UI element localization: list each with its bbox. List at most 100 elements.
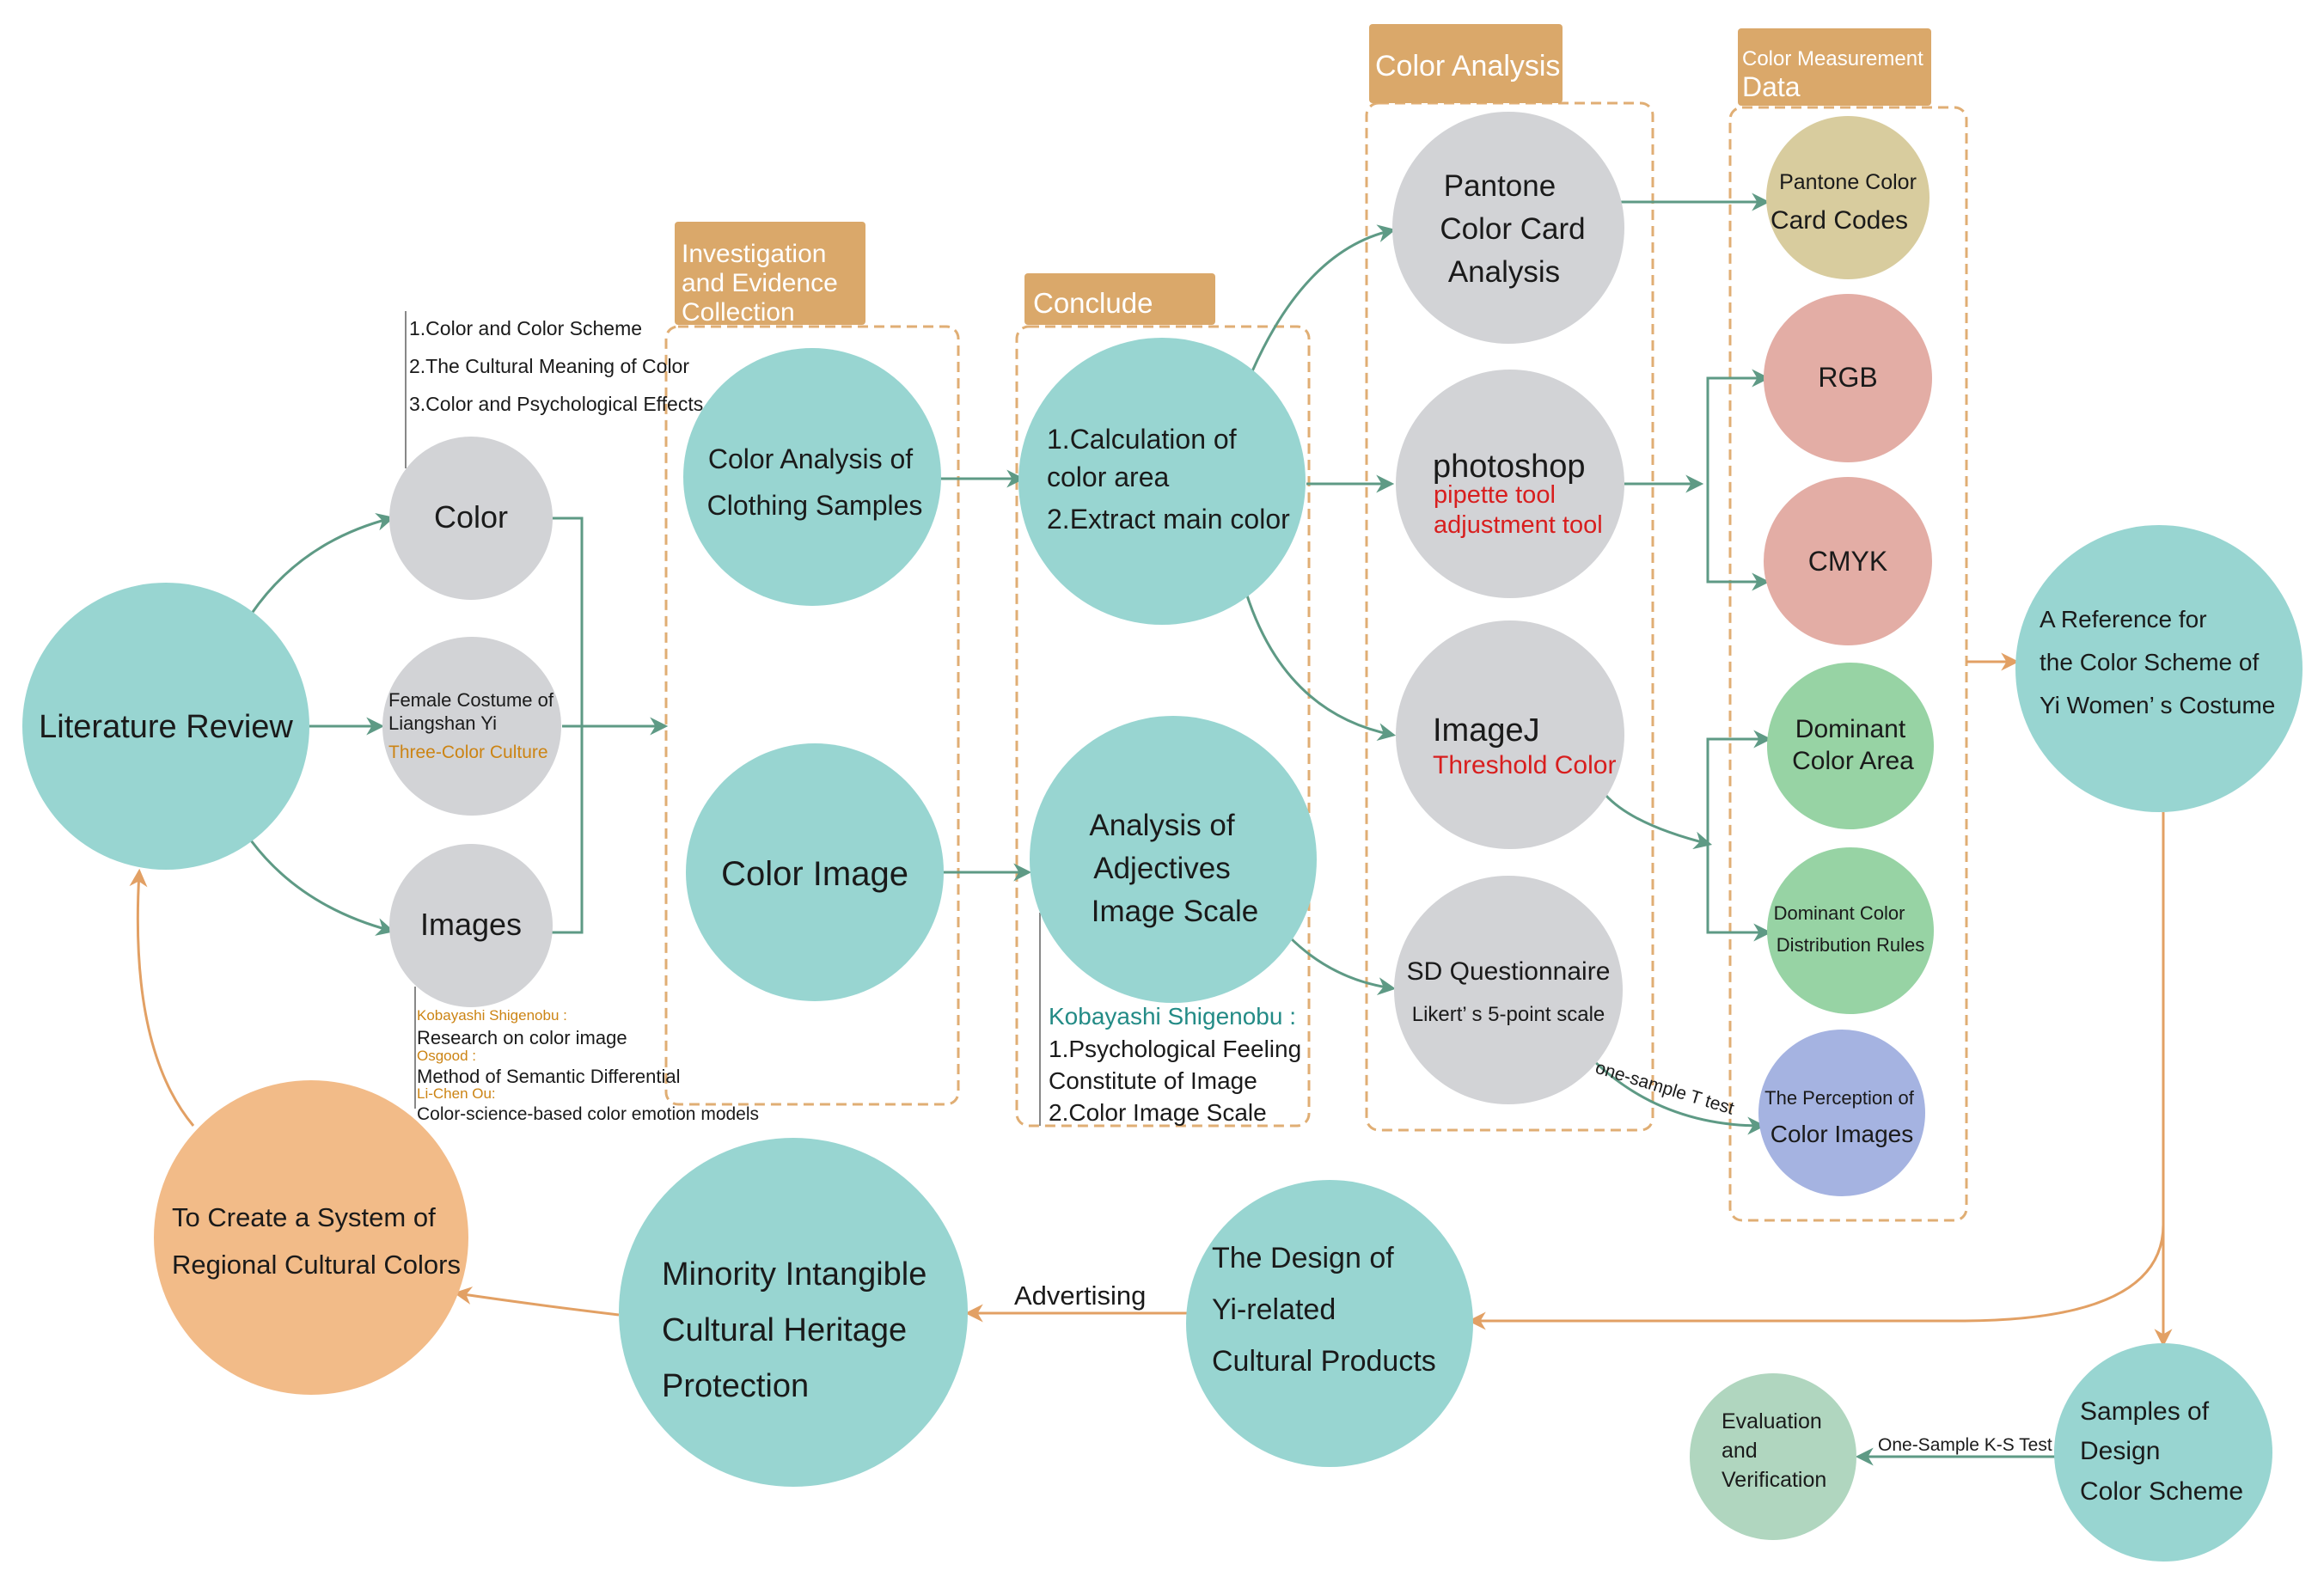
kobayashi-line: 2.Color Image Scale	[1049, 1099, 1267, 1126]
threshold-label: Threshold Color	[1433, 751, 1616, 779]
arrow-minority-to-create	[453, 1287, 620, 1317]
ref-text: Method of Semantic Differential	[417, 1066, 681, 1087]
arrow-create-to-literature	[129, 868, 195, 1127]
evaluation-label: Verification	[1722, 1468, 1826, 1492]
measurement-header	[1738, 28, 1931, 106]
pantone-analysis-label: Pantone	[1444, 169, 1556, 203]
arrow-imagej-to-dominant-rules	[1706, 844, 1772, 942]
arrow-photoshop-to-cmyk	[1706, 484, 1771, 591]
evaluation-label: Evaluation	[1722, 1409, 1822, 1433]
design-yi-node	[1186, 1180, 1473, 1467]
pantone-codes-label: Card Codes	[1771, 206, 1908, 235]
calc-area-label: 2.Extract main color	[1047, 504, 1290, 535]
kobayashi-line: 1.Psychological Feeling	[1049, 1036, 1301, 1062]
color-list-item: 3.Color and Psychological Effects	[409, 393, 703, 415]
female-costume-node	[382, 637, 561, 816]
arrow-lit-to-color	[249, 513, 395, 615]
pantone-analysis-node	[1392, 112, 1624, 344]
t-test-label: one-sample T test	[1593, 1058, 1737, 1119]
design-yi-label: Cultural Products	[1212, 1345, 1436, 1378]
three-color-label: Three-Color Culture	[388, 743, 548, 762]
adjectives-label: Analysis of	[1089, 809, 1235, 842]
evaluation-node	[1690, 1373, 1856, 1540]
pantone-codes-node	[1766, 116, 1930, 279]
measurement-header-line: Color Measurement	[1742, 47, 1923, 70]
female-costume-label: Liangshan Yi	[388, 712, 497, 734]
dominant-rules-label: Dominant Color	[1774, 902, 1905, 924]
photoshop-label: photoshop	[1433, 449, 1586, 485]
conclude-header	[1024, 273, 1215, 325]
pantone-analysis-label: Color Card	[1440, 212, 1585, 246]
imagej-node	[1396, 620, 1624, 849]
ref-author: Kobayashi Shigenobu :	[417, 1007, 567, 1024]
rgb-node	[1764, 294, 1932, 462]
color-label: Color	[434, 499, 508, 535]
dominant-area-label: Dominant	[1795, 715, 1906, 743]
arrow-calc-to-imagej	[1245, 592, 1397, 741]
investigation-header-line: and Evidence	[682, 269, 838, 297]
reference-label: the Color Scheme of	[2040, 649, 2259, 675]
pantone-analysis-label: Analysis	[1448, 255, 1560, 289]
pantone-codes-label: Pantone Color	[1779, 170, 1917, 194]
investigation-header-line: Investigation	[682, 240, 826, 268]
arrow-adjectives-to-sd	[1287, 935, 1397, 996]
perception-label: Color Images	[1771, 1121, 1914, 1147]
cmyk-node	[1764, 477, 1932, 645]
investigation-header	[675, 222, 865, 325]
arrow-sd-to-perception	[1588, 1055, 1766, 1135]
design-yi-label: The Design of	[1212, 1242, 1394, 1274]
dominant-area-label: Color Area	[1792, 747, 1914, 775]
create-system-label: Regional Cultural Colors	[172, 1250, 461, 1280]
clothing-samples-node	[683, 348, 941, 606]
conclude-header-text: Conclude	[1033, 287, 1153, 319]
color-image-node	[686, 743, 944, 1001]
adjectives-label: Image Scale	[1092, 895, 1259, 928]
kobayashi-line: Constitute of Image	[1049, 1067, 1257, 1094]
minority-label: Cultural Heritage	[662, 1312, 907, 1348]
calc-area-label: color area	[1047, 461, 1170, 492]
cmyk-label: CMYK	[1808, 546, 1887, 577]
photoshop-tool: pipette tool	[1434, 481, 1556, 509]
arrow-imagej-branch	[1604, 793, 1713, 850]
color-node	[389, 437, 553, 600]
minority-label: Minority Intangible	[662, 1256, 927, 1293]
minority-label: Protection	[662, 1368, 809, 1404]
rgb-label: RGB	[1818, 362, 1877, 393]
arrow-reference-to-design	[1467, 1224, 2165, 1330]
kobayashi-title: Kobayashi Shigenobu :	[1049, 1003, 1296, 1030]
color-list-item: 1.Color and Color Scheme	[409, 317, 642, 339]
ref-text: Color-science-based color emotion models	[417, 1104, 759, 1124]
calc-area-node	[1018, 338, 1306, 625]
images-node	[389, 844, 553, 1007]
dominant-rules-node	[1767, 847, 1934, 1014]
advertising-label: Advertising	[1014, 1280, 1146, 1311]
likert-label: Likert’ s 5-point scale	[1412, 1003, 1605, 1026]
dominant-rules-label: Distribution Rules	[1777, 934, 1924, 956]
measurement-box	[1728, 106, 1968, 1222]
sd-questionnaire-node	[1394, 876, 1623, 1104]
color-analysis-header	[1369, 24, 1563, 103]
literature-review-node	[22, 583, 309, 870]
create-system-node	[154, 1080, 468, 1395]
ref-text: Research on color image	[417, 1027, 627, 1048]
create-system-label: To Create a System of	[172, 1202, 436, 1232]
measurement-header-line: Data	[1742, 71, 1801, 102]
reference-label: A Reference for	[2040, 606, 2207, 633]
color-list-item: 2.The Cultural Meaning of Color	[409, 355, 689, 377]
arrow-calc-to-pantone	[1251, 224, 1397, 372]
samples-design-label: Design	[2080, 1437, 2160, 1465]
reference-label: Yi Women’ s Costume	[2040, 692, 2275, 718]
samples-design-node	[2054, 1343, 2272, 1562]
ref-author: Osgood :	[417, 1048, 476, 1064]
color-image-label: Color Image	[721, 855, 908, 893]
imagej-label: ImageJ	[1433, 712, 1540, 749]
calc-area-label: 1.Calculation of	[1047, 424, 1237, 455]
photoshop-tool: adjustment tool	[1434, 511, 1603, 539]
samples-design-label: Samples of	[2080, 1397, 2210, 1426]
arrow-imagej-to-dominant-area	[1706, 730, 1772, 932]
photoshop-node	[1396, 370, 1624, 598]
minority-node	[619, 1138, 968, 1487]
samples-design-label: Color Scheme	[2080, 1477, 2243, 1506]
